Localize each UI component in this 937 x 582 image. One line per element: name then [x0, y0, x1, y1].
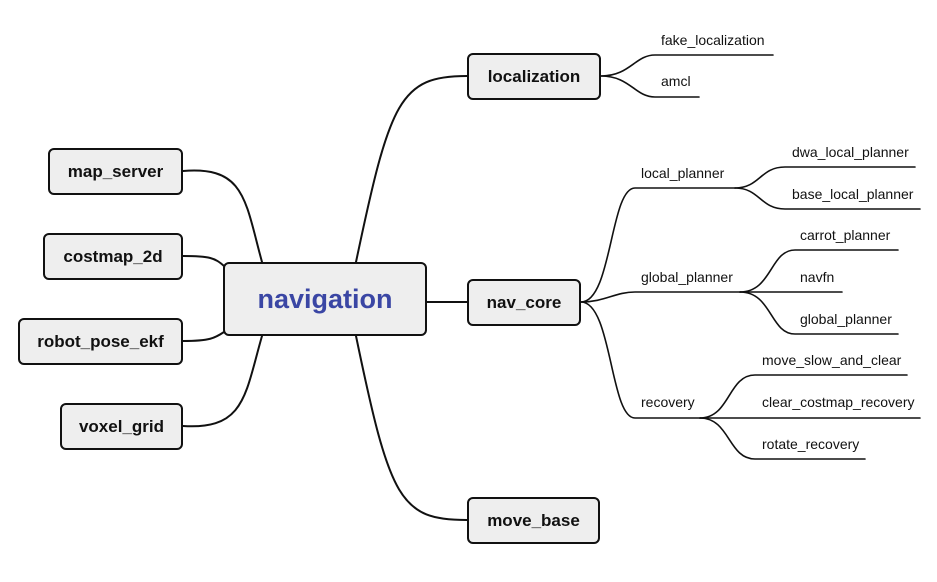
- edge-costmap-2d: [182, 255, 225, 267]
- leaf-clear-costmap-recovery[interactable]: clear_costmap_recovery: [762, 394, 915, 410]
- edge-rotate: [699, 417, 866, 460]
- node-voxel-grid[interactable]: voxel_grid: [60, 403, 183, 450]
- edge-map-server: [182, 169, 263, 263]
- edge-robot-pose-ekf: [182, 331, 225, 342]
- edge-carrot: [739, 249, 899, 293]
- edge-fake-localization: [600, 54, 774, 77]
- leaf-amcl[interactable]: amcl: [661, 73, 691, 89]
- edge-move-slow: [699, 374, 908, 419]
- edge-amcl: [600, 75, 700, 98]
- branch-local-planner[interactable]: local_planner: [641, 165, 725, 181]
- leaf-rotate-recovery[interactable]: rotate_recovery: [762, 436, 860, 452]
- edge-voxel-grid: [182, 335, 263, 428]
- edge-localization: [355, 75, 468, 263]
- leaf-fake-localization[interactable]: fake_localization: [661, 32, 765, 48]
- leaf-navfn[interactable]: navfn: [800, 269, 835, 285]
- edge-global-planner: [580, 291, 741, 303]
- edge-dwa: [734, 166, 916, 189]
- leaf-dwa-local-planner[interactable]: dwa_local_planner: [792, 144, 909, 160]
- leaf-global-planner[interactable]: global_planner: [800, 311, 892, 327]
- node-move-base[interactable]: move_base: [467, 497, 600, 544]
- leaf-base-local-planner[interactable]: base_local_planner: [792, 186, 914, 202]
- edge-recovery: [580, 301, 701, 419]
- node-map-server[interactable]: map_server: [48, 148, 183, 195]
- node-robot-pose-ekf[interactable]: robot_pose_ekf: [18, 318, 183, 365]
- node-nav-core[interactable]: nav_core: [467, 279, 581, 326]
- branch-recovery[interactable]: recovery: [641, 394, 695, 410]
- edge-global-planner-leaf: [739, 291, 899, 335]
- root-node-navigation[interactable]: navigation: [223, 262, 427, 336]
- node-localization[interactable]: localization: [467, 53, 601, 100]
- node-costmap-2d[interactable]: costmap_2d: [43, 233, 183, 280]
- leaf-move-slow-and-clear[interactable]: move_slow_and_clear: [762, 352, 902, 368]
- edge-base-local: [734, 187, 921, 210]
- leaf-carrot-planner[interactable]: carrot_planner: [800, 227, 891, 243]
- edge-move-base: [355, 335, 468, 521]
- edge-local-planner: [580, 187, 736, 303]
- branch-global-planner[interactable]: global_planner: [641, 269, 733, 285]
